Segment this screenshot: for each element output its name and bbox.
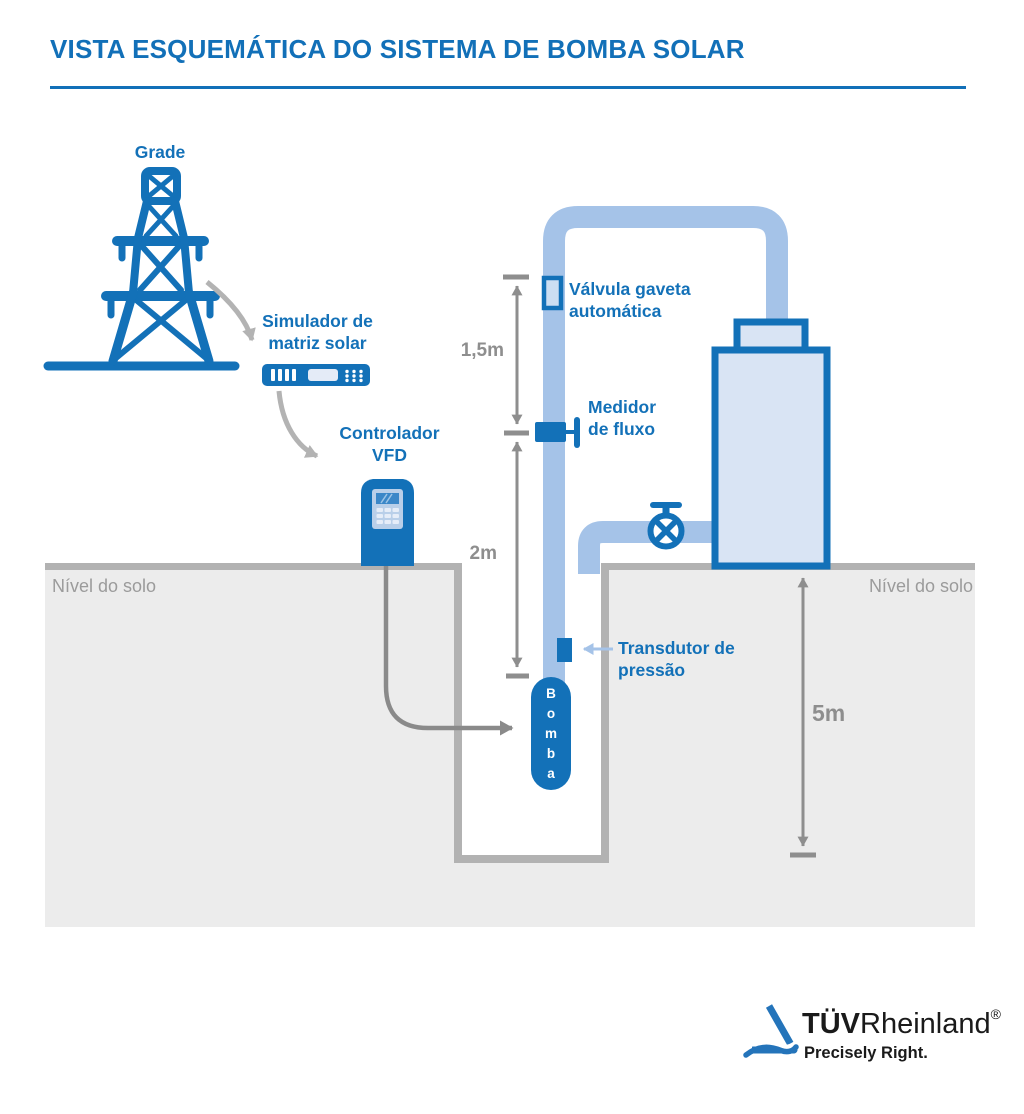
- dimension-lines: [503, 274, 816, 858]
- tuv-triangle-icon: [742, 1004, 799, 1058]
- vfd-cable: [383, 566, 514, 736]
- vfd-label: Controlador VFD: [339, 423, 440, 465]
- dim-label-5m: 5m: [812, 700, 846, 726]
- ground: [45, 563, 975, 927]
- simulator-to-vfd-arrow: [276, 390, 319, 459]
- pressure-transducer-label: Transdutor de pressão: [618, 638, 735, 680]
- grid-label: Grade: [134, 142, 186, 162]
- dim-label-1-5m: 1,5m: [460, 340, 504, 361]
- solar-array-simulator-icon: [262, 364, 370, 386]
- ground-level-label-left: Nível do solo: [52, 576, 157, 596]
- grid-to-simulator-arrow: [205, 280, 256, 342]
- flow-meter-label: Medidor de fluxo: [588, 397, 657, 439]
- dim-label-2m: 2m: [469, 543, 497, 564]
- pump-capsule: Bomba: [531, 677, 571, 790]
- gate-valve-icon: [541, 275, 564, 311]
- tank-body: [711, 346, 831, 570]
- gate-valve-label: Válvula gaveta automática: [569, 279, 691, 321]
- manual-valve-icon: [647, 502, 685, 550]
- ground-level-label-right: Nível do solo: [868, 576, 973, 596]
- logo-rheinland: Rheinland: [860, 1008, 991, 1040]
- tuv-rheinland-wordmark: TÜVRheinland®: [802, 1006, 1001, 1041]
- transmission-tower-icon: [43, 167, 240, 371]
- logo-tagline: Precisely Right.: [804, 1044, 928, 1062]
- storage-tank: [711, 318, 831, 570]
- page-title: VISTA ESQUEMÁTICA DO SISTEMA DE BOMBA SO…: [50, 34, 745, 64]
- pump-label: Bomba: [544, 685, 557, 781]
- simulator-label: Simulador de matriz solar: [262, 311, 373, 353]
- vfd-controller-icon: [361, 479, 414, 566]
- title-rule: [50, 86, 966, 89]
- pressure-transducer-icon: [557, 638, 572, 662]
- flow-meter-icon: [535, 417, 580, 448]
- return-pipe: [578, 521, 716, 574]
- water-pipe: [543, 206, 788, 690]
- logo-tuv: TÜV: [802, 1008, 860, 1040]
- registered-mark: ®: [990, 1006, 1001, 1022]
